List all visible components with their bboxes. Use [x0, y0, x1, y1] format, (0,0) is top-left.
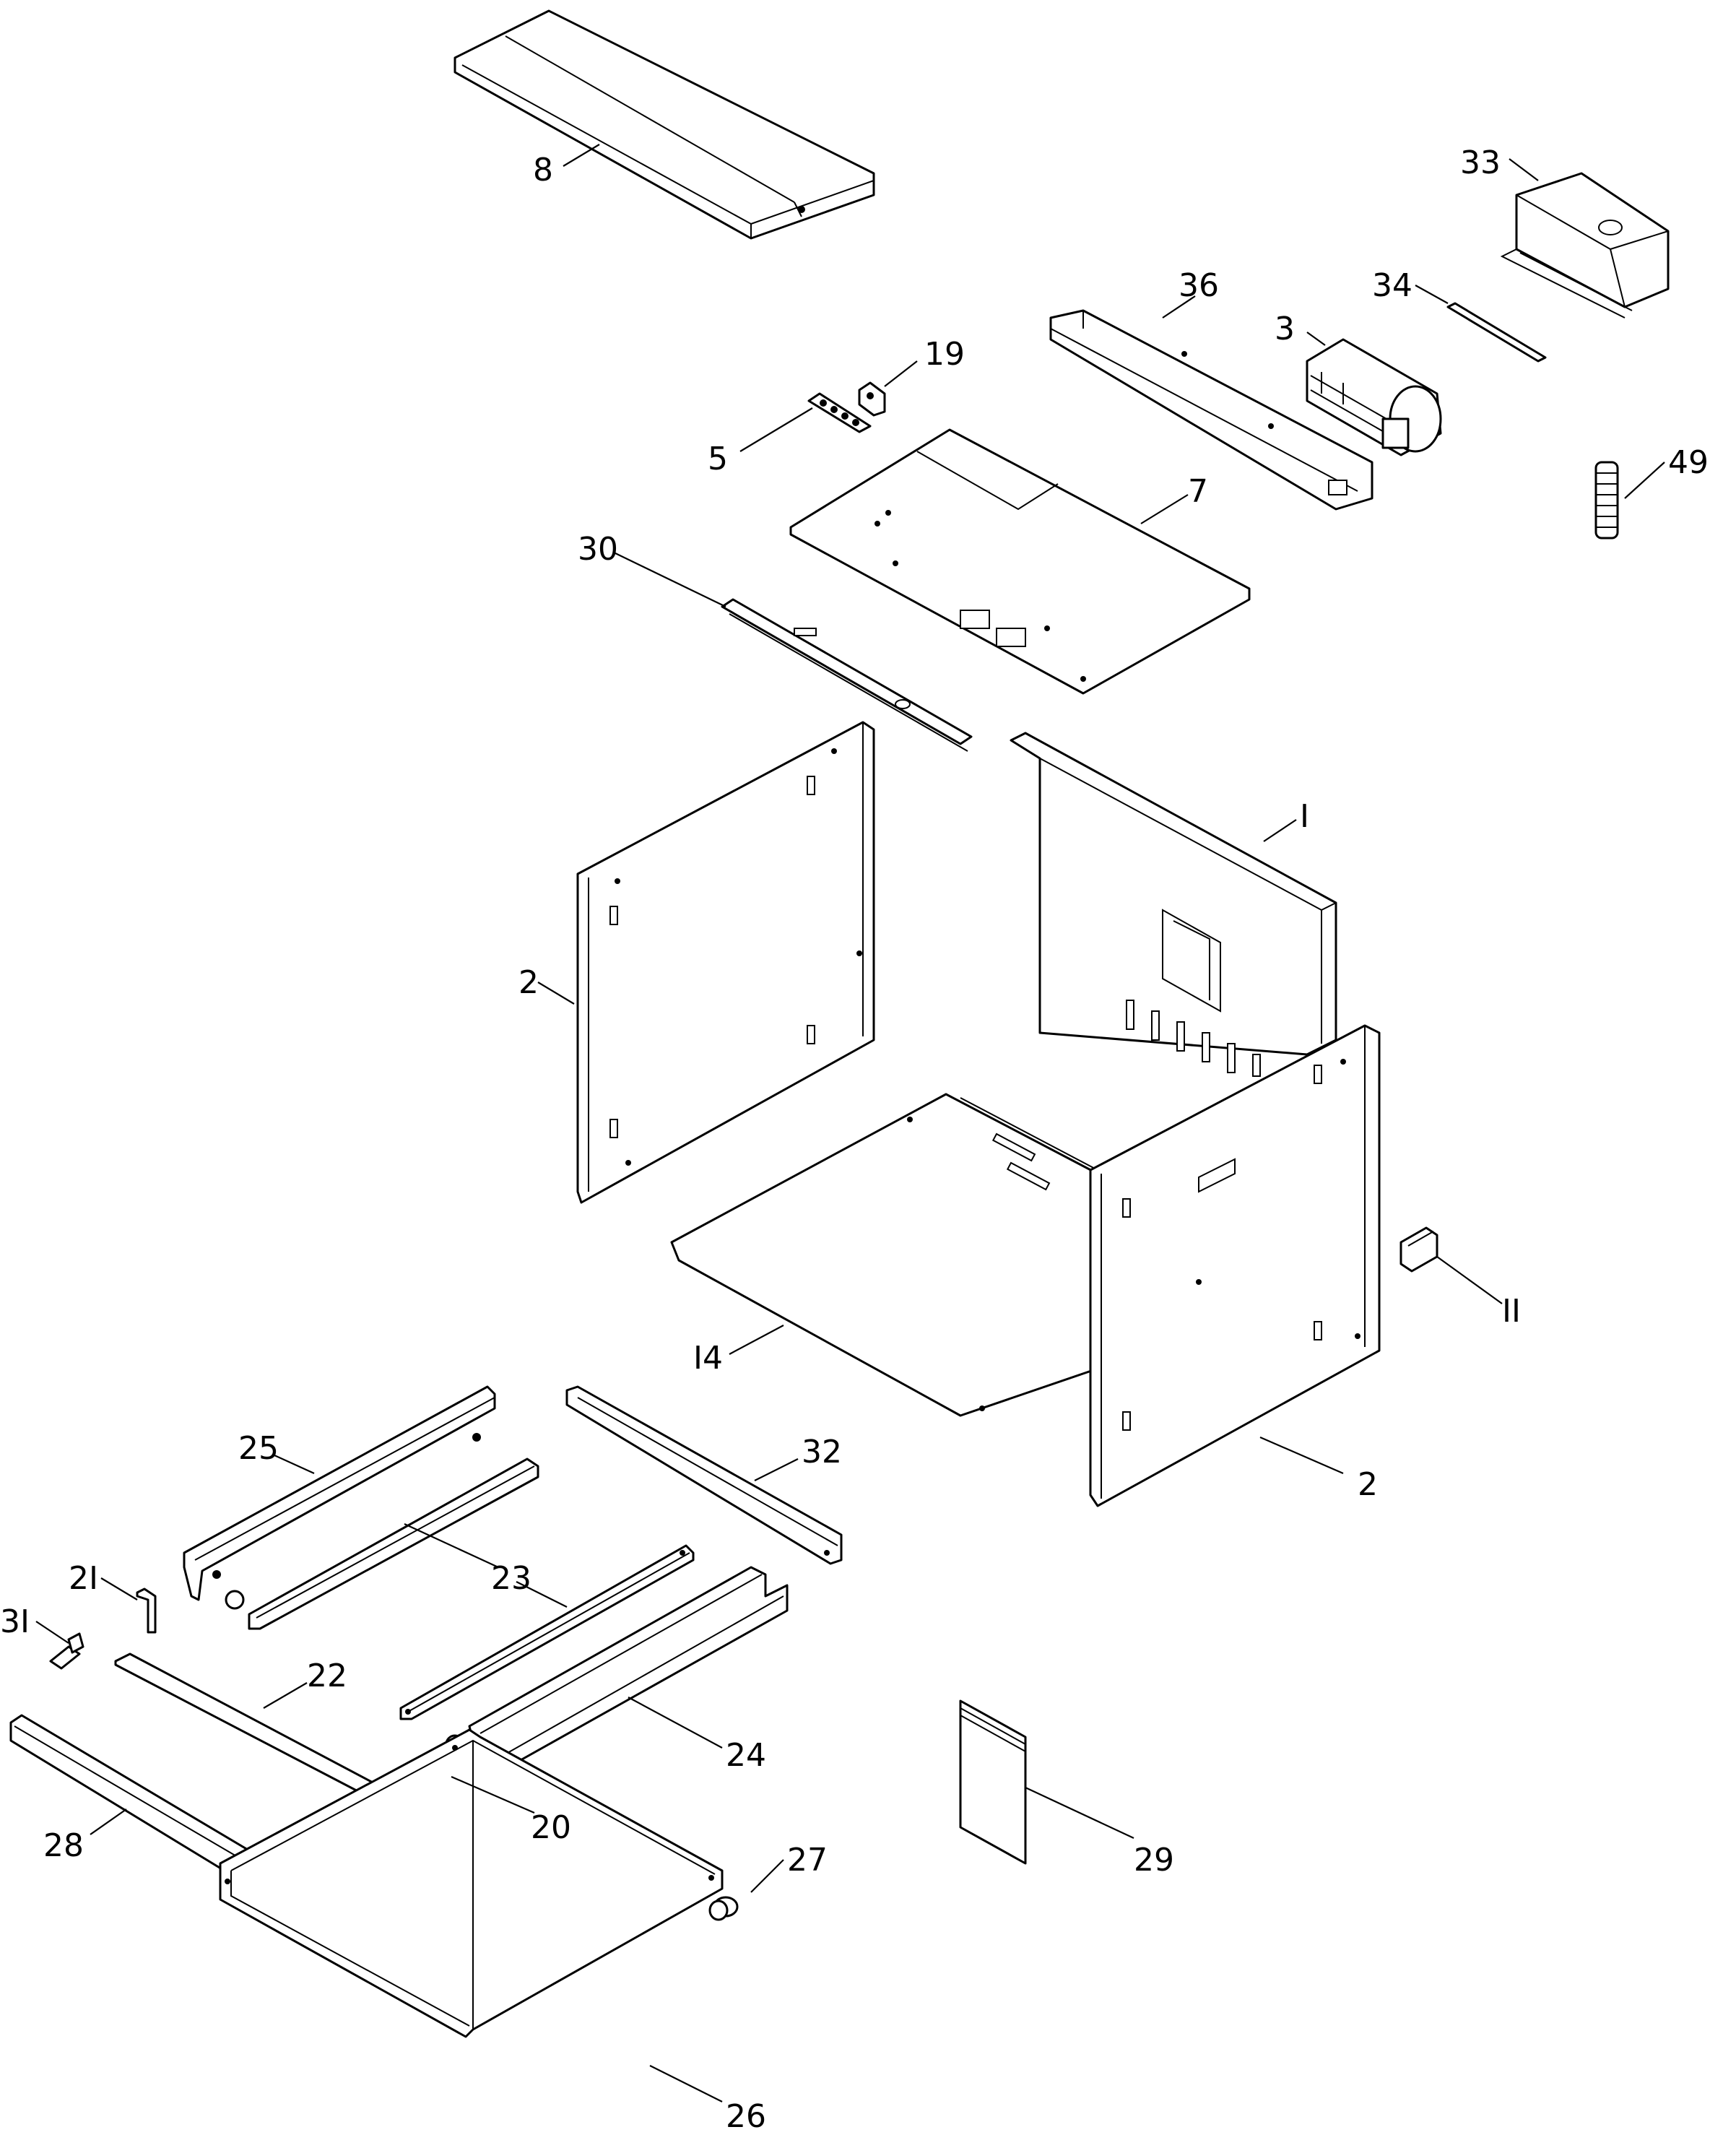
part-3-blower-motor	[1306, 338, 1442, 456]
callout-3: 3	[1275, 311, 1295, 347]
part-21-bracket	[136, 1587, 157, 1634]
callout-5: 5	[708, 441, 728, 477]
part-34-strip	[1446, 302, 1547, 363]
part-11-clip	[1399, 1226, 1438, 1273]
callout-labels: 8 33 36 34 3 19 5 49 7 30 I 2 II I4 25 3…	[0, 144, 1709, 2135]
part-36-duct-rail	[1049, 309, 1373, 511]
part-49-spring	[1594, 461, 1619, 540]
part-8-top-cover	[453, 9, 875, 240]
callout-24: 24	[726, 1737, 766, 1774]
callout-20: 20	[531, 1809, 571, 1846]
part-26-drawer-tray	[219, 1728, 724, 2038]
callout-29: 29	[1134, 1842, 1174, 1879]
part-7-top-plate	[789, 428, 1251, 695]
callout-14: I4	[693, 1340, 723, 1377]
part-14-floor-plate	[670, 1093, 1099, 1417]
callout-33: 33	[1460, 144, 1501, 181]
callout-27: 27	[787, 1842, 828, 1879]
part-1-back-panel	[1010, 732, 1337, 1077]
callout-28: 28	[43, 1827, 84, 1864]
part-2-left-side-panel	[576, 721, 875, 1204]
part-27-roller	[708, 1896, 739, 1921]
callout-21: 2I	[69, 1560, 98, 1597]
callout-32: 32	[802, 1434, 842, 1470]
callout-2-upper: 2	[518, 964, 539, 1001]
part-32-cross-rail	[565, 1385, 843, 1565]
callout-36: 36	[1179, 267, 1219, 304]
callout-49: 49	[1668, 444, 1709, 481]
callout-2-lower: 2	[1358, 1466, 1378, 1503]
part-19-switch	[858, 381, 886, 417]
callout-8: 8	[533, 152, 553, 189]
callout-30: 30	[578, 531, 618, 568]
part-30-rail-bracket	[721, 598, 973, 752]
part-31-fastener	[49, 1632, 84, 1670]
callout-34: 34	[1372, 267, 1412, 304]
part-23-upper-runner	[248, 1457, 539, 1630]
part-2-right-side-panel	[1089, 1024, 1381, 1507]
part-25-slide-rail	[183, 1385, 496, 1610]
part-33-housing-box	[1500, 172, 1670, 319]
part-29-label-sheet	[959, 1699, 1027, 1865]
callout-25: 25	[238, 1430, 279, 1467]
callout-11: II	[1502, 1293, 1521, 1330]
part-5-terminal-block	[807, 392, 872, 433]
leader-lines	[35, 144, 1665, 2102]
part-23-lower-runner	[399, 1544, 695, 1720]
callout-19: 19	[924, 336, 965, 373]
callout-22: 22	[307, 1658, 347, 1694]
callout-26: 26	[726, 2098, 766, 2135]
callout-7: 7	[1188, 473, 1208, 510]
callout-1: I	[1300, 798, 1309, 835]
callout-23: 23	[491, 1560, 531, 1597]
callout-31: 3I	[0, 1603, 30, 1640]
